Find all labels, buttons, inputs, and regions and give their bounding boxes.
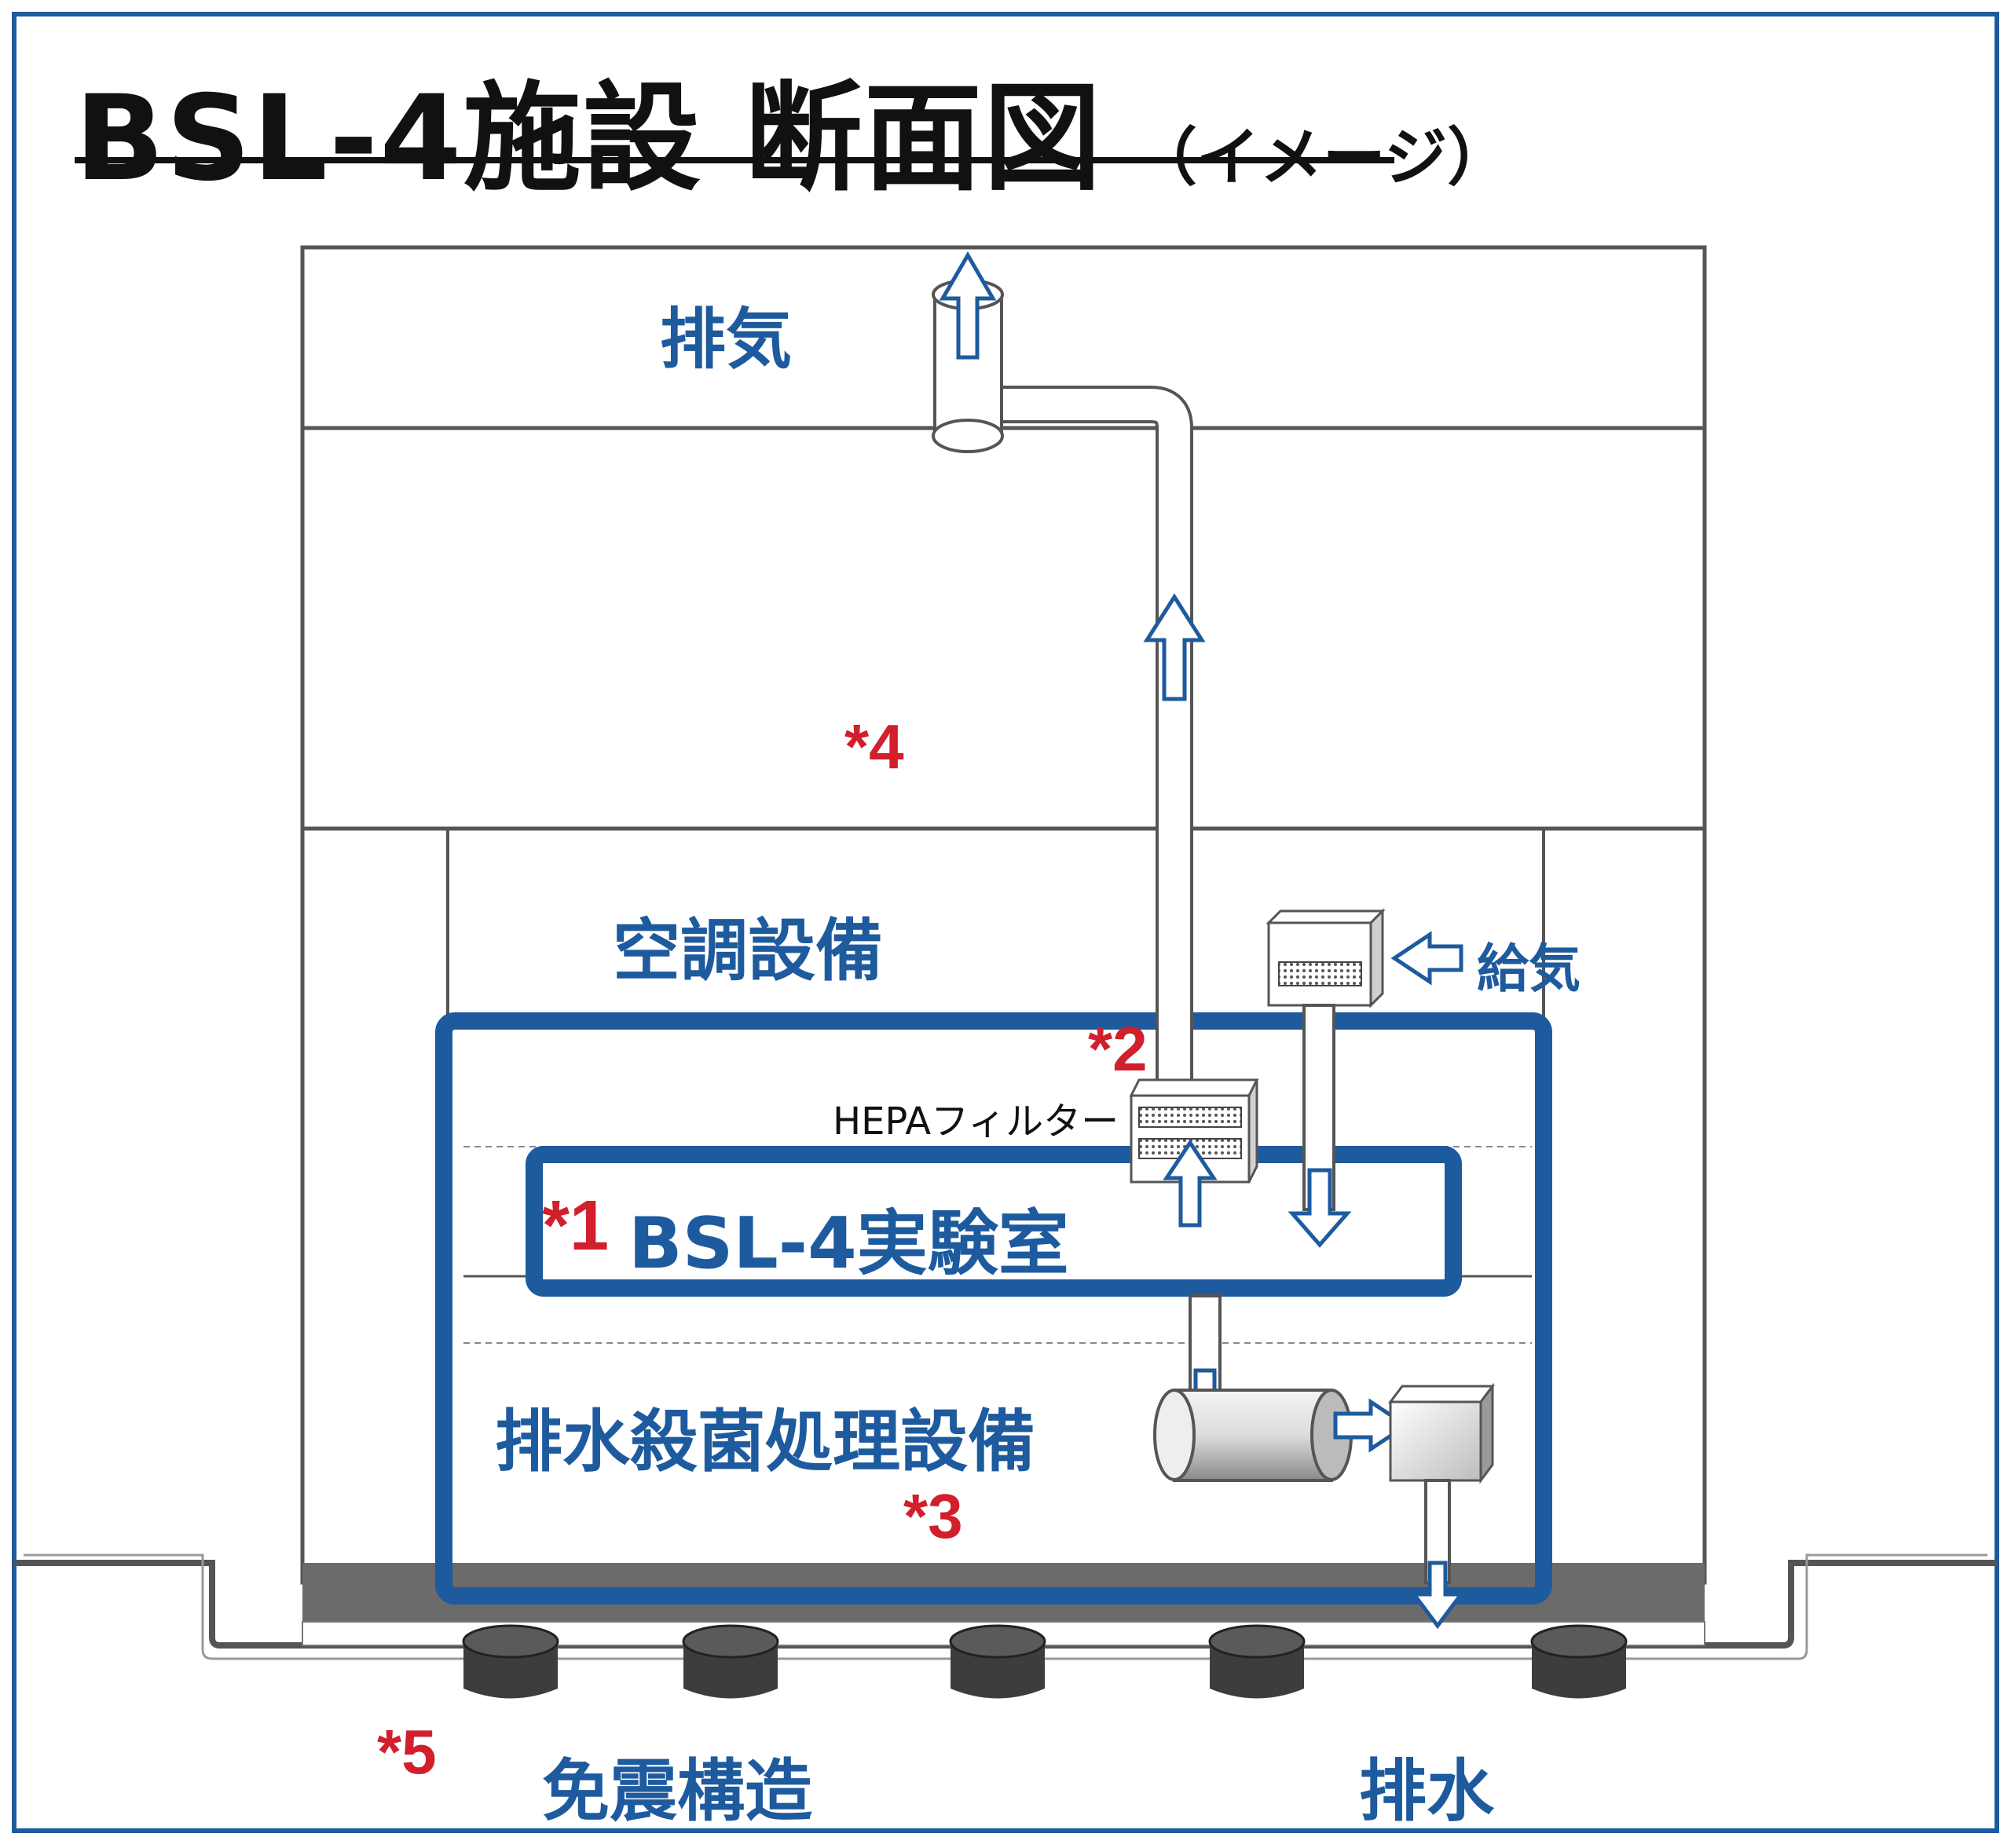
right-arrow-icon	[1333, 1398, 1410, 1453]
isolator-icon	[462, 1624, 559, 1699]
up-arrow-icon	[1163, 1139, 1218, 1228]
down-arrow-icon	[1288, 1168, 1352, 1248]
isolator-icon	[1208, 1624, 1306, 1699]
marker-4: *4	[844, 712, 904, 781]
air-handler-box-icon	[1266, 908, 1386, 1008]
isolator-icon	[1530, 1624, 1628, 1699]
page-title: BSL-4施設 断面図（イメージ）	[75, 43, 1510, 207]
building-outline	[300, 245, 1707, 1585]
supply-air-label: 給気	[1477, 939, 1581, 999]
title-main: BSL-4施設 断面図	[75, 71, 1103, 207]
containment-zone	[435, 1012, 1552, 1605]
exhaust-label: 排気	[660, 301, 793, 378]
lab-room-box	[526, 1146, 1462, 1297]
outer-border	[12, 12, 1999, 1833]
left-arrow-icon	[1390, 931, 1463, 986]
lab-label: BSL-4実験室	[628, 1202, 1069, 1285]
tank-icon	[1153, 1389, 1353, 1482]
marker-5: *5	[377, 1717, 437, 1787]
down-arrow-icon	[1410, 1561, 1465, 1630]
treatment-box-icon	[1388, 1382, 1495, 1484]
title-underline	[75, 157, 1394, 163]
hepa-filter-label: HEPAフィルター	[833, 1100, 1119, 1144]
marker-1: *1	[542, 1187, 610, 1265]
isolator-icon	[682, 1624, 779, 1699]
marker-2: *2	[1088, 1014, 1148, 1084]
seismic-isolation-label: 免震構造	[542, 1752, 812, 1831]
wastewater-treatment-label: 排水殺菌処理設備	[495, 1403, 1035, 1481]
drain-label: 排水	[1359, 1752, 1494, 1831]
up-arrow-icon	[939, 251, 997, 360]
marker-3: *3	[903, 1481, 963, 1551]
hvac-label: 空調設備	[613, 912, 883, 990]
isolator-icon	[949, 1624, 1046, 1699]
up-arrow-icon	[1143, 593, 1206, 701]
